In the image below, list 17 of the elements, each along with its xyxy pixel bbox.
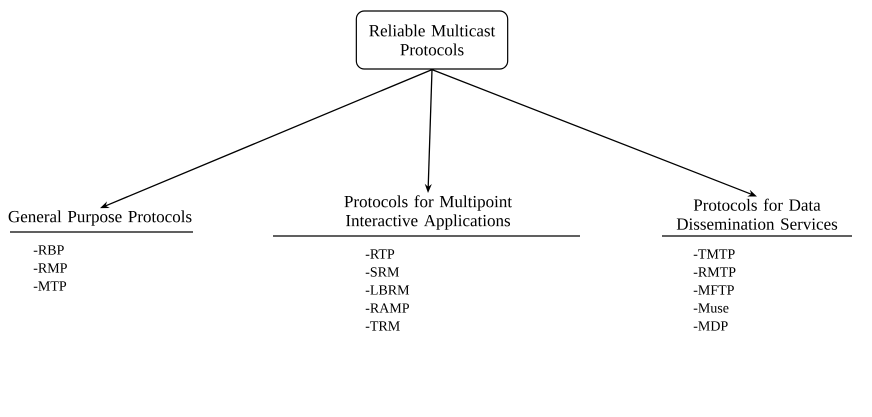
list-item: -RMTP bbox=[694, 267, 736, 277]
category-heading: Protocols for Multipoint Interactive Applications bbox=[344, 195, 512, 230]
list-item: -MDP bbox=[694, 321, 728, 331]
category-heading: Protocols for Data Dissemination Services bbox=[676, 198, 838, 230]
list-item: -MTP bbox=[34, 281, 66, 291]
list-item: -RMP bbox=[34, 263, 67, 273]
list-item: -SRM bbox=[366, 267, 400, 277]
list-item: -MFTP bbox=[694, 285, 734, 295]
list-item: -RAMP bbox=[366, 303, 409, 313]
list-item: -Muse bbox=[694, 303, 728, 313]
list-item: -LBRM bbox=[366, 285, 410, 295]
category-heading: General Purpose Protocols bbox=[8, 210, 192, 226]
list-item: -RTP bbox=[366, 249, 394, 259]
list-item: -TMTP bbox=[694, 249, 735, 259]
list-item: -TRM bbox=[366, 321, 400, 331]
root-box: Reliable Multicast Protocols bbox=[356, 10, 508, 70]
list-item: -RBP bbox=[34, 245, 64, 255]
